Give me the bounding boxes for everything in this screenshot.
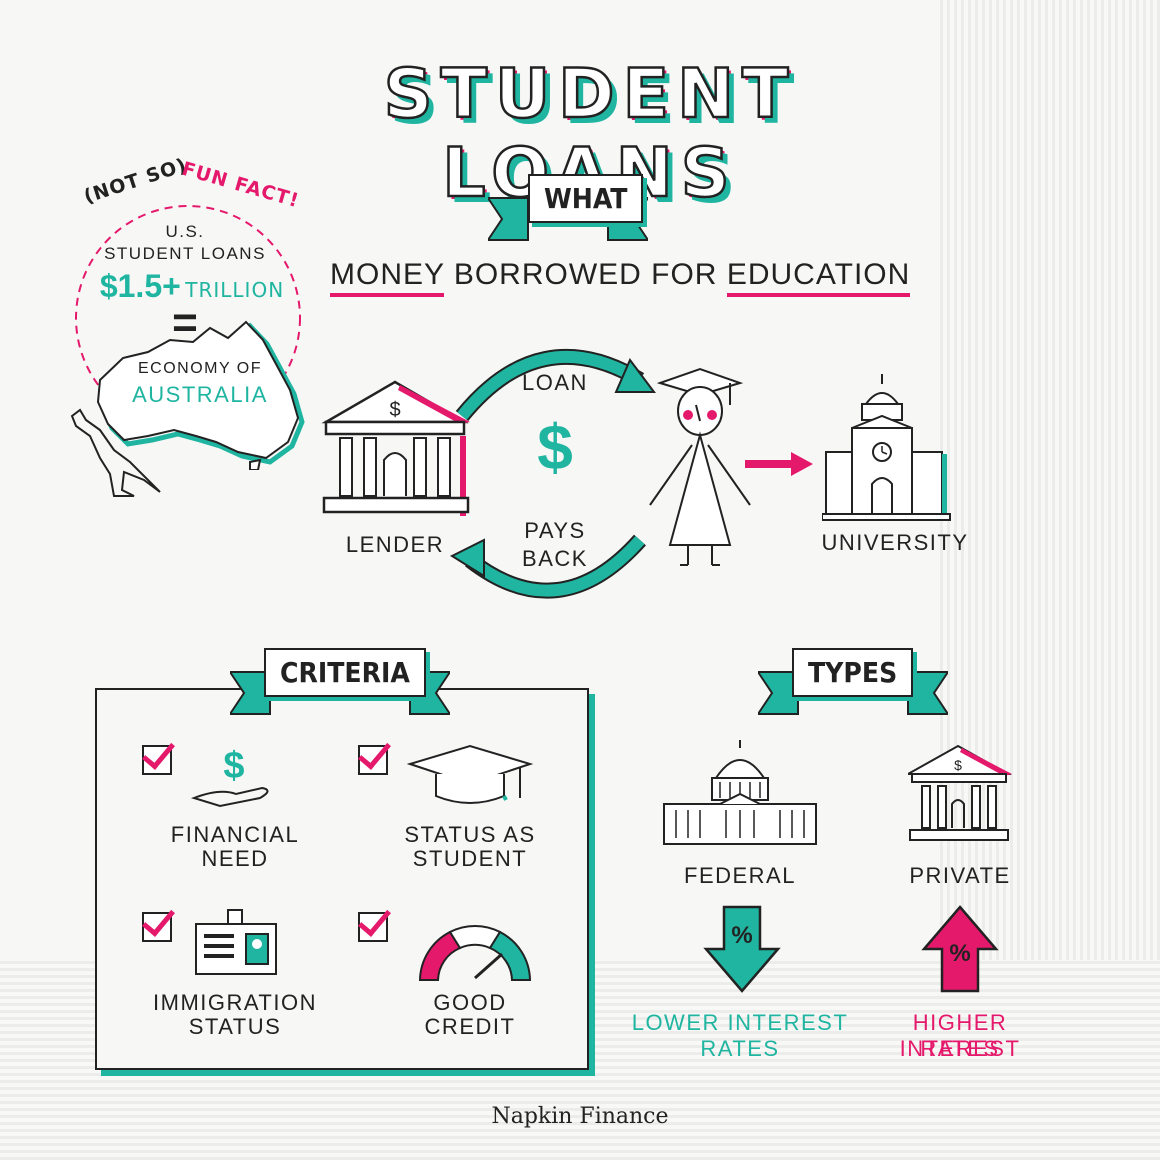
criteria-item-3-line2: STATUS (188, 1014, 282, 1039)
svg-text:$: $ (954, 757, 962, 773)
hand-dollar-icon: $ (190, 745, 269, 808)
arrow-down-icon (703, 905, 781, 993)
checkbox (358, 735, 391, 775)
svg-text:$: $ (223, 745, 244, 787)
types-ribbon: TYPES (758, 640, 948, 720)
borrowed-for-text: BORROWED FOR (453, 258, 718, 291)
higher-rates-line2: RATES (920, 1036, 1000, 1061)
education-word: EDUCATION (726, 258, 911, 297)
criteria-item-4-line2: CREDIT (424, 1014, 516, 1039)
criteria-item-3-line1: IMMIGRATION (153, 990, 317, 1015)
percent-icon: % (949, 940, 971, 967)
loan-amount: $1.5+ (99, 268, 181, 304)
student-loans-label: STUDENT LOANS (104, 244, 266, 263)
pays-label: PAYS (524, 518, 586, 543)
types-label: TYPES (792, 648, 914, 697)
federal-label: FEDERAL (684, 863, 796, 888)
id-card-icon (195, 909, 277, 975)
capitol-building-icon (663, 740, 817, 845)
economy-of-label: ECONOMY OF (137, 360, 263, 377)
lender-label: LENDER (345, 532, 445, 557)
australia-map-icon (96, 320, 305, 470)
what-label: WHAT (528, 174, 644, 223)
svg-text:$: $ (389, 399, 400, 421)
money-word: MONEY (330, 258, 445, 297)
criteria-item-1-line2: NEED (201, 846, 269, 871)
criteria-label: CRITERIA (264, 648, 426, 697)
criteria-item-2-line2: STUDENT (412, 846, 528, 871)
trillion-label: TRILLION (185, 278, 285, 302)
lower-rates-line1: LOWER INTEREST (631, 1010, 849, 1035)
checkbox (358, 902, 391, 942)
university-label: UNIVERSITY (821, 530, 969, 555)
lower-rates-line2: RATES (700, 1036, 780, 1061)
ribbon-tails (758, 671, 948, 715)
graduate-student-icon (649, 367, 751, 566)
what-ribbon: WHAT (488, 168, 648, 258)
higher-rates-line1: HIGHER INTEREST (899, 1010, 1021, 1061)
definition: MONEY BORROWED FOR EDUCATION (330, 258, 911, 297)
us-label: U.S. (165, 222, 205, 241)
arrow-right-icon (745, 452, 813, 476)
credit-gauge-icon (418, 925, 532, 981)
loan-cycle-arrows (449, 348, 656, 599)
bank-icon: $ (321, 380, 470, 516)
arrow-up-icon (921, 905, 999, 993)
graduation-cap-icon (406, 744, 534, 804)
criteria-item-1-line1: FINANCIAL (170, 822, 300, 847)
back-label: BACK (522, 546, 588, 571)
brand-footer: Napkin Finance (491, 1104, 669, 1129)
fun-fact-panel: (NOT SO) FUN FACT! U.S. STUDENT LOANS $1… (60, 154, 310, 500)
equals-sign: = (172, 298, 198, 347)
percent-icon: % (731, 922, 753, 949)
checkbox (142, 735, 175, 775)
kangaroo-icon (70, 408, 161, 497)
criteria-card (95, 688, 589, 1070)
criteria-ribbon: CRITERIA (230, 640, 450, 720)
australia-label: AUSTRALIA (132, 382, 268, 407)
loan-label: LOAN (522, 370, 588, 395)
university-icon (822, 374, 951, 521)
checkbox (142, 902, 175, 942)
private-bank-icon: $ (908, 744, 1012, 841)
criteria-item-4-line1: GOOD (433, 990, 507, 1015)
dollar-icon: $ (537, 411, 573, 483)
criteria-item-2-line1: STATUS AS (404, 822, 536, 847)
private-label: PRIVATE (909, 863, 1011, 888)
